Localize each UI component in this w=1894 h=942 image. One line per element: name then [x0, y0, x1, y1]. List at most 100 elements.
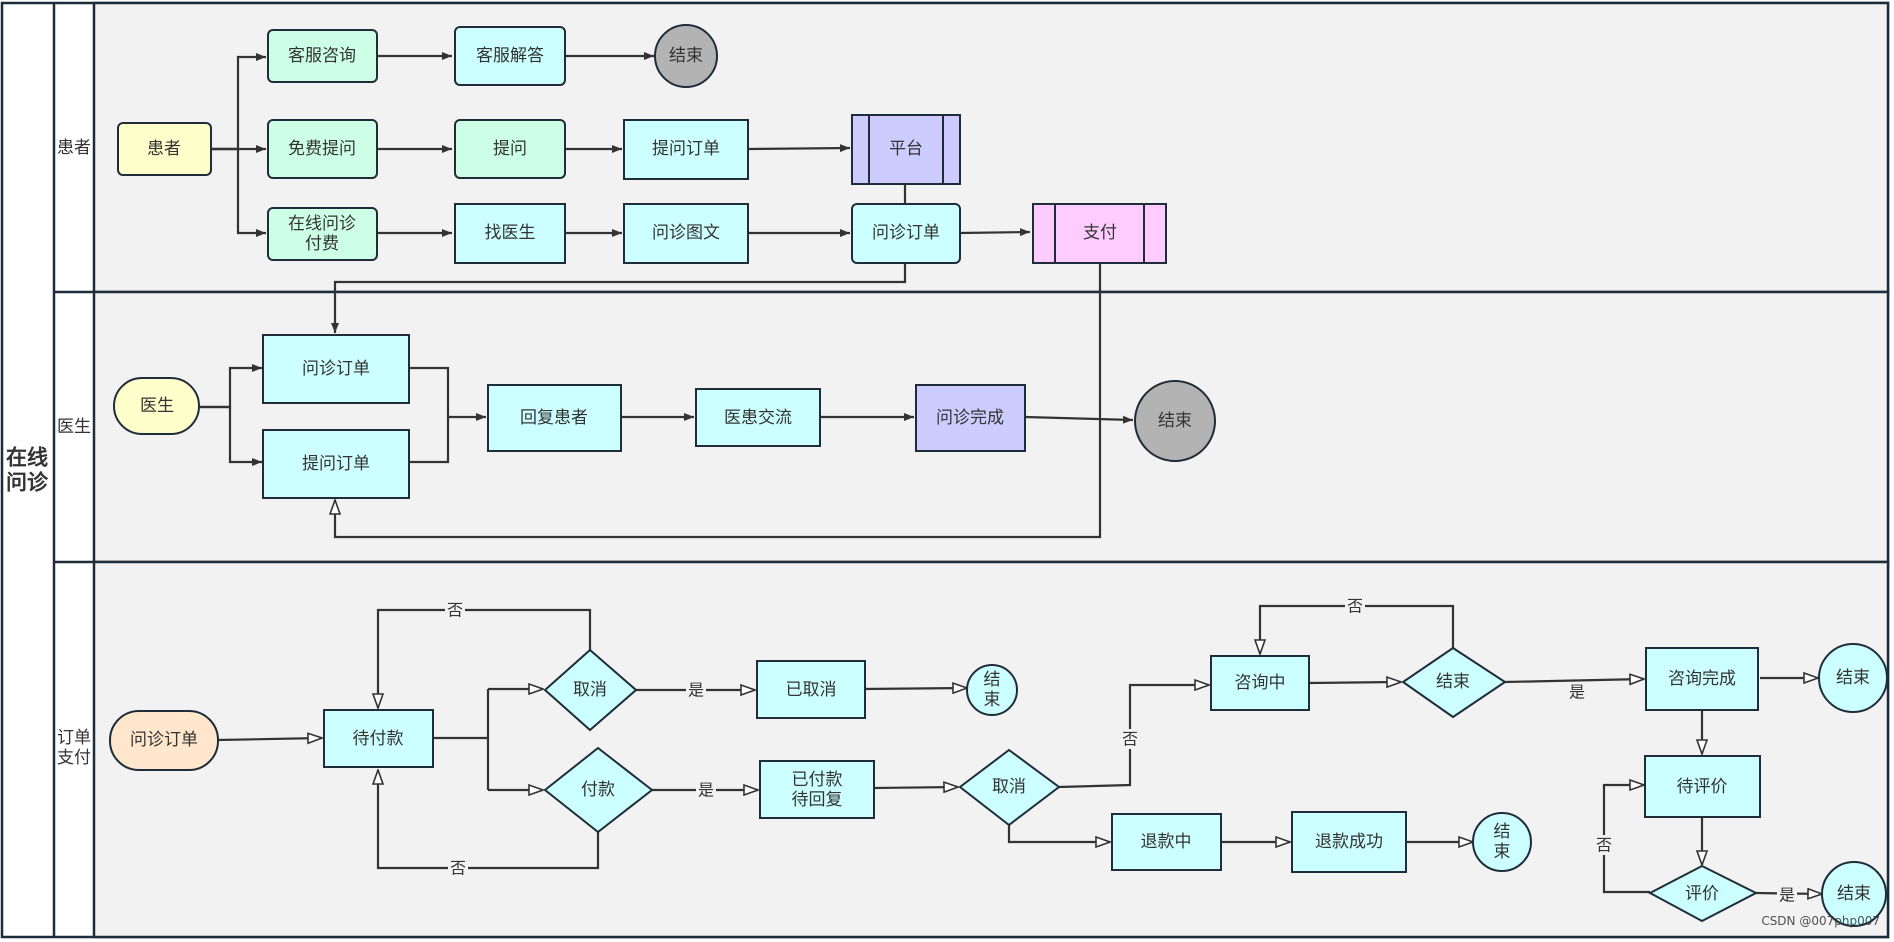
node-label: 结束	[1158, 411, 1192, 431]
node-label: 提问订单	[302, 454, 370, 474]
node-end-top: 结束	[654, 24, 718, 88]
node-exchange: 医患交流	[695, 388, 821, 447]
node-label: 免费提问	[288, 139, 356, 159]
node-label: 结束	[1837, 884, 1871, 904]
edge-label-yes-pay: 是	[696, 780, 716, 800]
node-pay: 支付	[1032, 203, 1167, 264]
node-label: 在线问诊付费	[288, 214, 356, 254]
node-doctor: 医生	[113, 377, 200, 435]
svg-text:是: 是	[1779, 886, 1795, 905]
svg-text:否: 否	[1347, 597, 1363, 616]
node-cancelled: 已取消	[756, 660, 866, 719]
node-label: 评价	[1685, 884, 1719, 904]
node-consult-complete: 咨询完成	[1645, 647, 1759, 711]
node-label: 问诊订单	[302, 359, 370, 379]
node-label: 付款	[581, 780, 615, 800]
node-label: 支付	[1083, 223, 1117, 243]
node-label: 提问订单	[652, 139, 720, 159]
lane-label-patient: 患者	[57, 138, 91, 158]
node-label: 退款中	[1141, 832, 1192, 852]
decision-review: 评价	[1647, 864, 1759, 923]
node-label: 待付款	[353, 729, 404, 749]
svg-text:否: 否	[1596, 836, 1612, 855]
node-ask-order: 提问订单	[623, 119, 749, 180]
node-consult-done: 问诊完成	[915, 384, 1026, 452]
svg-text:否: 否	[450, 859, 466, 878]
decision-end-q: 结束	[1401, 646, 1507, 719]
node-label: 结束	[1436, 672, 1470, 692]
node-label: 取消	[992, 777, 1026, 797]
svg-text:是: 是	[1569, 683, 1585, 702]
edge-label-yes-cancel: 是	[686, 680, 706, 700]
node-label: 退款成功	[1315, 832, 1383, 852]
edge-labels: 否 是 是 否 否 否 是 否	[445, 596, 1797, 905]
node-free-ask: 免费提问	[267, 119, 378, 179]
node-consult-order-start: 问诊订单	[109, 710, 219, 771]
node-label: 结束	[1494, 822, 1511, 862]
lane-patient-bg	[92, 1, 1890, 294]
node-pending-pay: 待付款	[323, 709, 434, 768]
node-cs-answer: 客服解答	[454, 26, 566, 86]
node-consulting: 咨询中	[1210, 655, 1310, 711]
node-end-review: 结束	[1821, 861, 1887, 927]
edge-label-no-review: 否	[1594, 835, 1614, 855]
decision-pay: 付款	[543, 746, 654, 834]
node-label: 找医生	[485, 223, 536, 243]
node-ask: 提问	[454, 119, 566, 179]
node-label: 客服解答	[476, 46, 544, 66]
node-label: 已付款待回复	[792, 770, 843, 810]
node-paid-wait: 已付款待回复	[759, 760, 875, 819]
node-refund-ok: 退款成功	[1291, 811, 1407, 873]
node-label: 结束	[984, 670, 1001, 710]
node-label: 咨询中	[1235, 673, 1286, 693]
lane-label-doctor: 医生	[57, 417, 91, 437]
svg-text:否: 否	[1122, 730, 1138, 749]
node-end-refund: 结束	[1472, 812, 1532, 872]
node-label: 问诊图文	[652, 223, 720, 243]
svg-text:是: 是	[688, 681, 704, 700]
node-refunding: 退款中	[1111, 813, 1222, 871]
node-cs-consult: 客服咨询	[267, 29, 378, 83]
node-label: 提问	[493, 139, 527, 159]
node-label: 患者	[147, 139, 181, 159]
lane-label-order: 订单支付	[57, 728, 91, 768]
node-label: 问诊完成	[936, 408, 1004, 428]
node-consult-text: 问诊图文	[623, 203, 749, 264]
decision-cancel: 取消	[543, 648, 638, 732]
edge-label-no-pay: 否	[448, 858, 468, 878]
node-find-doctor: 找医生	[454, 203, 566, 264]
node-label: 咨询完成	[1668, 669, 1736, 689]
svg-text:是: 是	[698, 781, 714, 800]
decision-cancel2: 取消	[958, 748, 1061, 827]
node-label: 回复患者	[520, 408, 588, 428]
node-label: 结束	[1836, 668, 1870, 688]
node-wait-review: 待评价	[1644, 755, 1761, 818]
edge-label-yes-end-q: 是	[1567, 682, 1587, 702]
node-paid-consult: 在线问诊付费	[267, 207, 378, 261]
edge-label-no-end-q: 否	[1345, 596, 1365, 616]
node-label: 待评价	[1677, 777, 1728, 797]
node-label: 平台	[889, 139, 923, 159]
node-end-cancel: 结束	[966, 664, 1018, 716]
pool-title: 在线问诊	[6, 445, 49, 494]
node-label: 问诊订单	[872, 223, 940, 243]
node-consult-order-patient: 问诊订单	[851, 203, 961, 264]
node-label: 医生	[140, 396, 174, 416]
node-end-doctor: 结束	[1134, 380, 1216, 462]
svg-text:否: 否	[447, 601, 463, 620]
node-label: 医患交流	[724, 408, 792, 428]
node-label: 客服咨询	[288, 46, 356, 66]
node-label: 结束	[669, 46, 703, 66]
node-end-done: 结束	[1818, 643, 1888, 713]
node-consult-order-doctor: 问诊订单	[262, 334, 410, 404]
node-reply: 回复患者	[487, 384, 622, 452]
node-label: 问诊订单	[130, 730, 198, 750]
watermark: CSDN @007php007	[1761, 914, 1880, 928]
edge-label-no-cancel: 否	[445, 600, 465, 620]
node-label: 取消	[573, 680, 607, 700]
node-platform: 平台	[851, 114, 961, 185]
edge-label-no-cancel2: 否	[1120, 729, 1140, 749]
node-label: 已取消	[786, 680, 837, 700]
node-patient: 患者	[117, 122, 212, 176]
